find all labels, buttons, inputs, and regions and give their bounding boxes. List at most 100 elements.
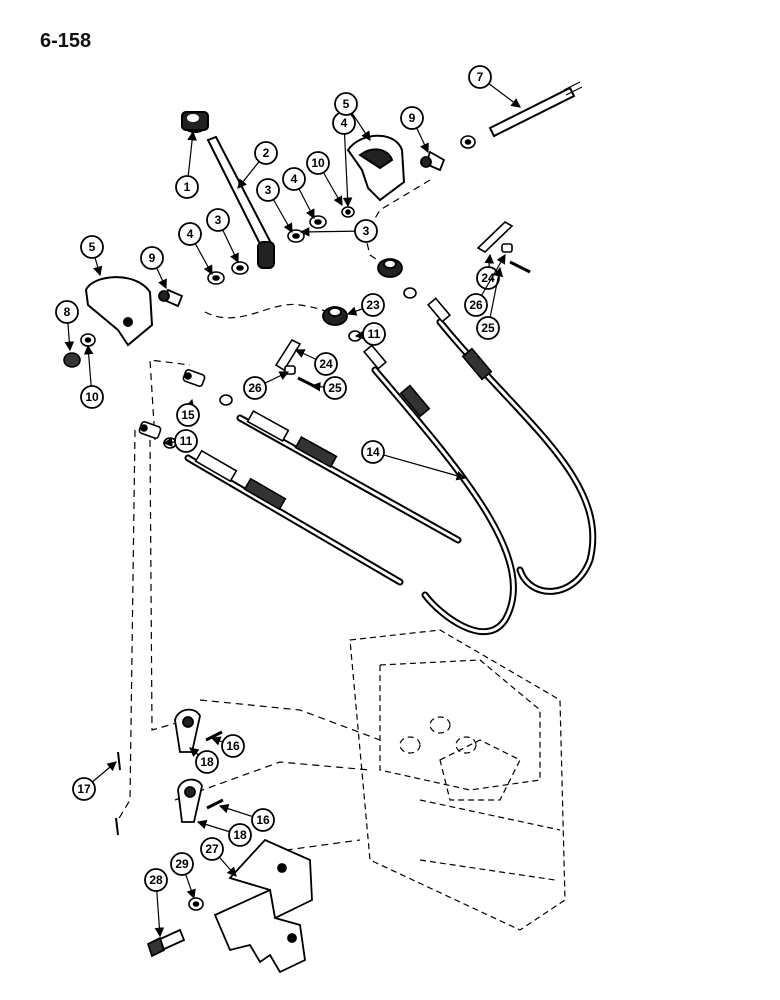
callout-number: 5	[343, 97, 350, 111]
callout-circle	[55, 300, 79, 324]
callout-number: 10	[85, 390, 99, 404]
callout: 26	[243, 371, 290, 400]
callout: 25	[310, 376, 347, 400]
callout-circle	[80, 385, 104, 409]
callout-number: 28	[149, 873, 163, 887]
callout-number: 10	[311, 156, 325, 170]
callout-number: 16	[256, 813, 270, 827]
callout-number: 24	[481, 271, 495, 285]
callout: 4	[178, 222, 213, 276]
callout-number: 26	[248, 381, 262, 395]
callout-circle	[72, 777, 96, 801]
callout: 29	[170, 852, 196, 900]
callout-circle	[361, 293, 385, 317]
pins	[115, 751, 121, 836]
callout-circle	[464, 293, 488, 317]
ball-joints	[158, 150, 446, 308]
callout: 14	[361, 440, 467, 481]
shift-cables	[184, 318, 597, 636]
callout-circle	[200, 837, 224, 861]
callout-circle	[140, 246, 164, 270]
callout-circle	[251, 808, 275, 832]
transmission-housing	[349, 629, 566, 931]
callout: 11	[354, 322, 386, 346]
rod-ends	[138, 368, 206, 440]
callout: 4	[332, 111, 356, 208]
cable-clips	[274, 221, 531, 390]
support-bracket	[146, 838, 313, 974]
callout-circle	[170, 852, 194, 876]
callout-number: 3	[215, 213, 222, 227]
assembly-dashed-lines	[117, 179, 431, 856]
callout-circle	[176, 403, 200, 427]
callout-circle	[361, 440, 385, 464]
callout: 24	[476, 253, 500, 290]
callout-number: 1	[184, 180, 191, 194]
callout-circle	[206, 208, 230, 232]
callout-number: 27	[205, 842, 219, 856]
callout-number: 24	[319, 357, 333, 371]
callout-number: 25	[481, 321, 495, 335]
callout-number: 18	[200, 755, 214, 769]
knob	[181, 111, 209, 133]
callout-circle	[175, 175, 199, 199]
callout-circle	[256, 178, 280, 202]
callout: 18	[196, 819, 252, 847]
shift-rod	[488, 81, 583, 138]
callout-number: 11	[368, 327, 381, 341]
callout-number: 5	[89, 240, 96, 254]
callout-number: 16	[226, 739, 240, 753]
callout-number: 26	[469, 298, 483, 312]
transmission-levers	[174, 708, 224, 823]
callout: 3	[299, 219, 378, 243]
callout-circle	[228, 823, 252, 847]
callout: 9	[400, 106, 429, 154]
cable-clamps	[322, 258, 403, 326]
callout: 25	[476, 266, 504, 340]
callout: 3	[256, 178, 293, 234]
callout-circle	[243, 376, 267, 400]
callout-circle	[178, 222, 202, 246]
callout: 1	[175, 130, 199, 199]
callout-number: 23	[366, 298, 380, 312]
callout-circle	[400, 106, 424, 130]
callout: 2	[237, 141, 278, 189]
page-number: 6-158	[40, 30, 92, 52]
callout-number: 14	[366, 445, 380, 459]
callout-circle	[354, 219, 378, 243]
callout-number: 2	[263, 146, 270, 160]
callout-circle	[221, 734, 245, 758]
callout: 28	[144, 868, 168, 938]
callout-number: 18	[233, 828, 247, 842]
callout: 18	[189, 747, 219, 774]
callout-circle	[476, 266, 500, 290]
callout-number: 4	[341, 116, 348, 130]
callout: 23	[346, 293, 385, 317]
callout: 26	[464, 253, 506, 317]
callout-number: 9	[409, 111, 416, 125]
callout: 24	[294, 349, 338, 376]
callout-circle	[468, 65, 492, 89]
callout-circle	[314, 352, 338, 376]
callout-circle	[282, 167, 306, 191]
callout-number: 29	[175, 857, 189, 871]
callout-circle	[306, 151, 330, 175]
callout-number: 3	[265, 183, 272, 197]
callout: 16	[218, 804, 275, 832]
callout-number: 25	[328, 381, 342, 395]
washers	[63, 135, 476, 911]
callout: 10	[80, 344, 104, 409]
gate-brackets	[84, 134, 406, 347]
callout: 5	[80, 235, 104, 277]
callout: 4	[282, 167, 315, 220]
callout: 8	[55, 300, 79, 352]
shift-lever-assembly	[181, 111, 275, 269]
callout-leader	[372, 451, 467, 481]
callout-circle	[254, 141, 278, 165]
callout-leader	[342, 122, 353, 208]
callout: 3	[206, 208, 239, 264]
cable-fittings	[194, 297, 493, 511]
callout-circle	[334, 92, 358, 116]
callout-circle	[195, 750, 219, 774]
